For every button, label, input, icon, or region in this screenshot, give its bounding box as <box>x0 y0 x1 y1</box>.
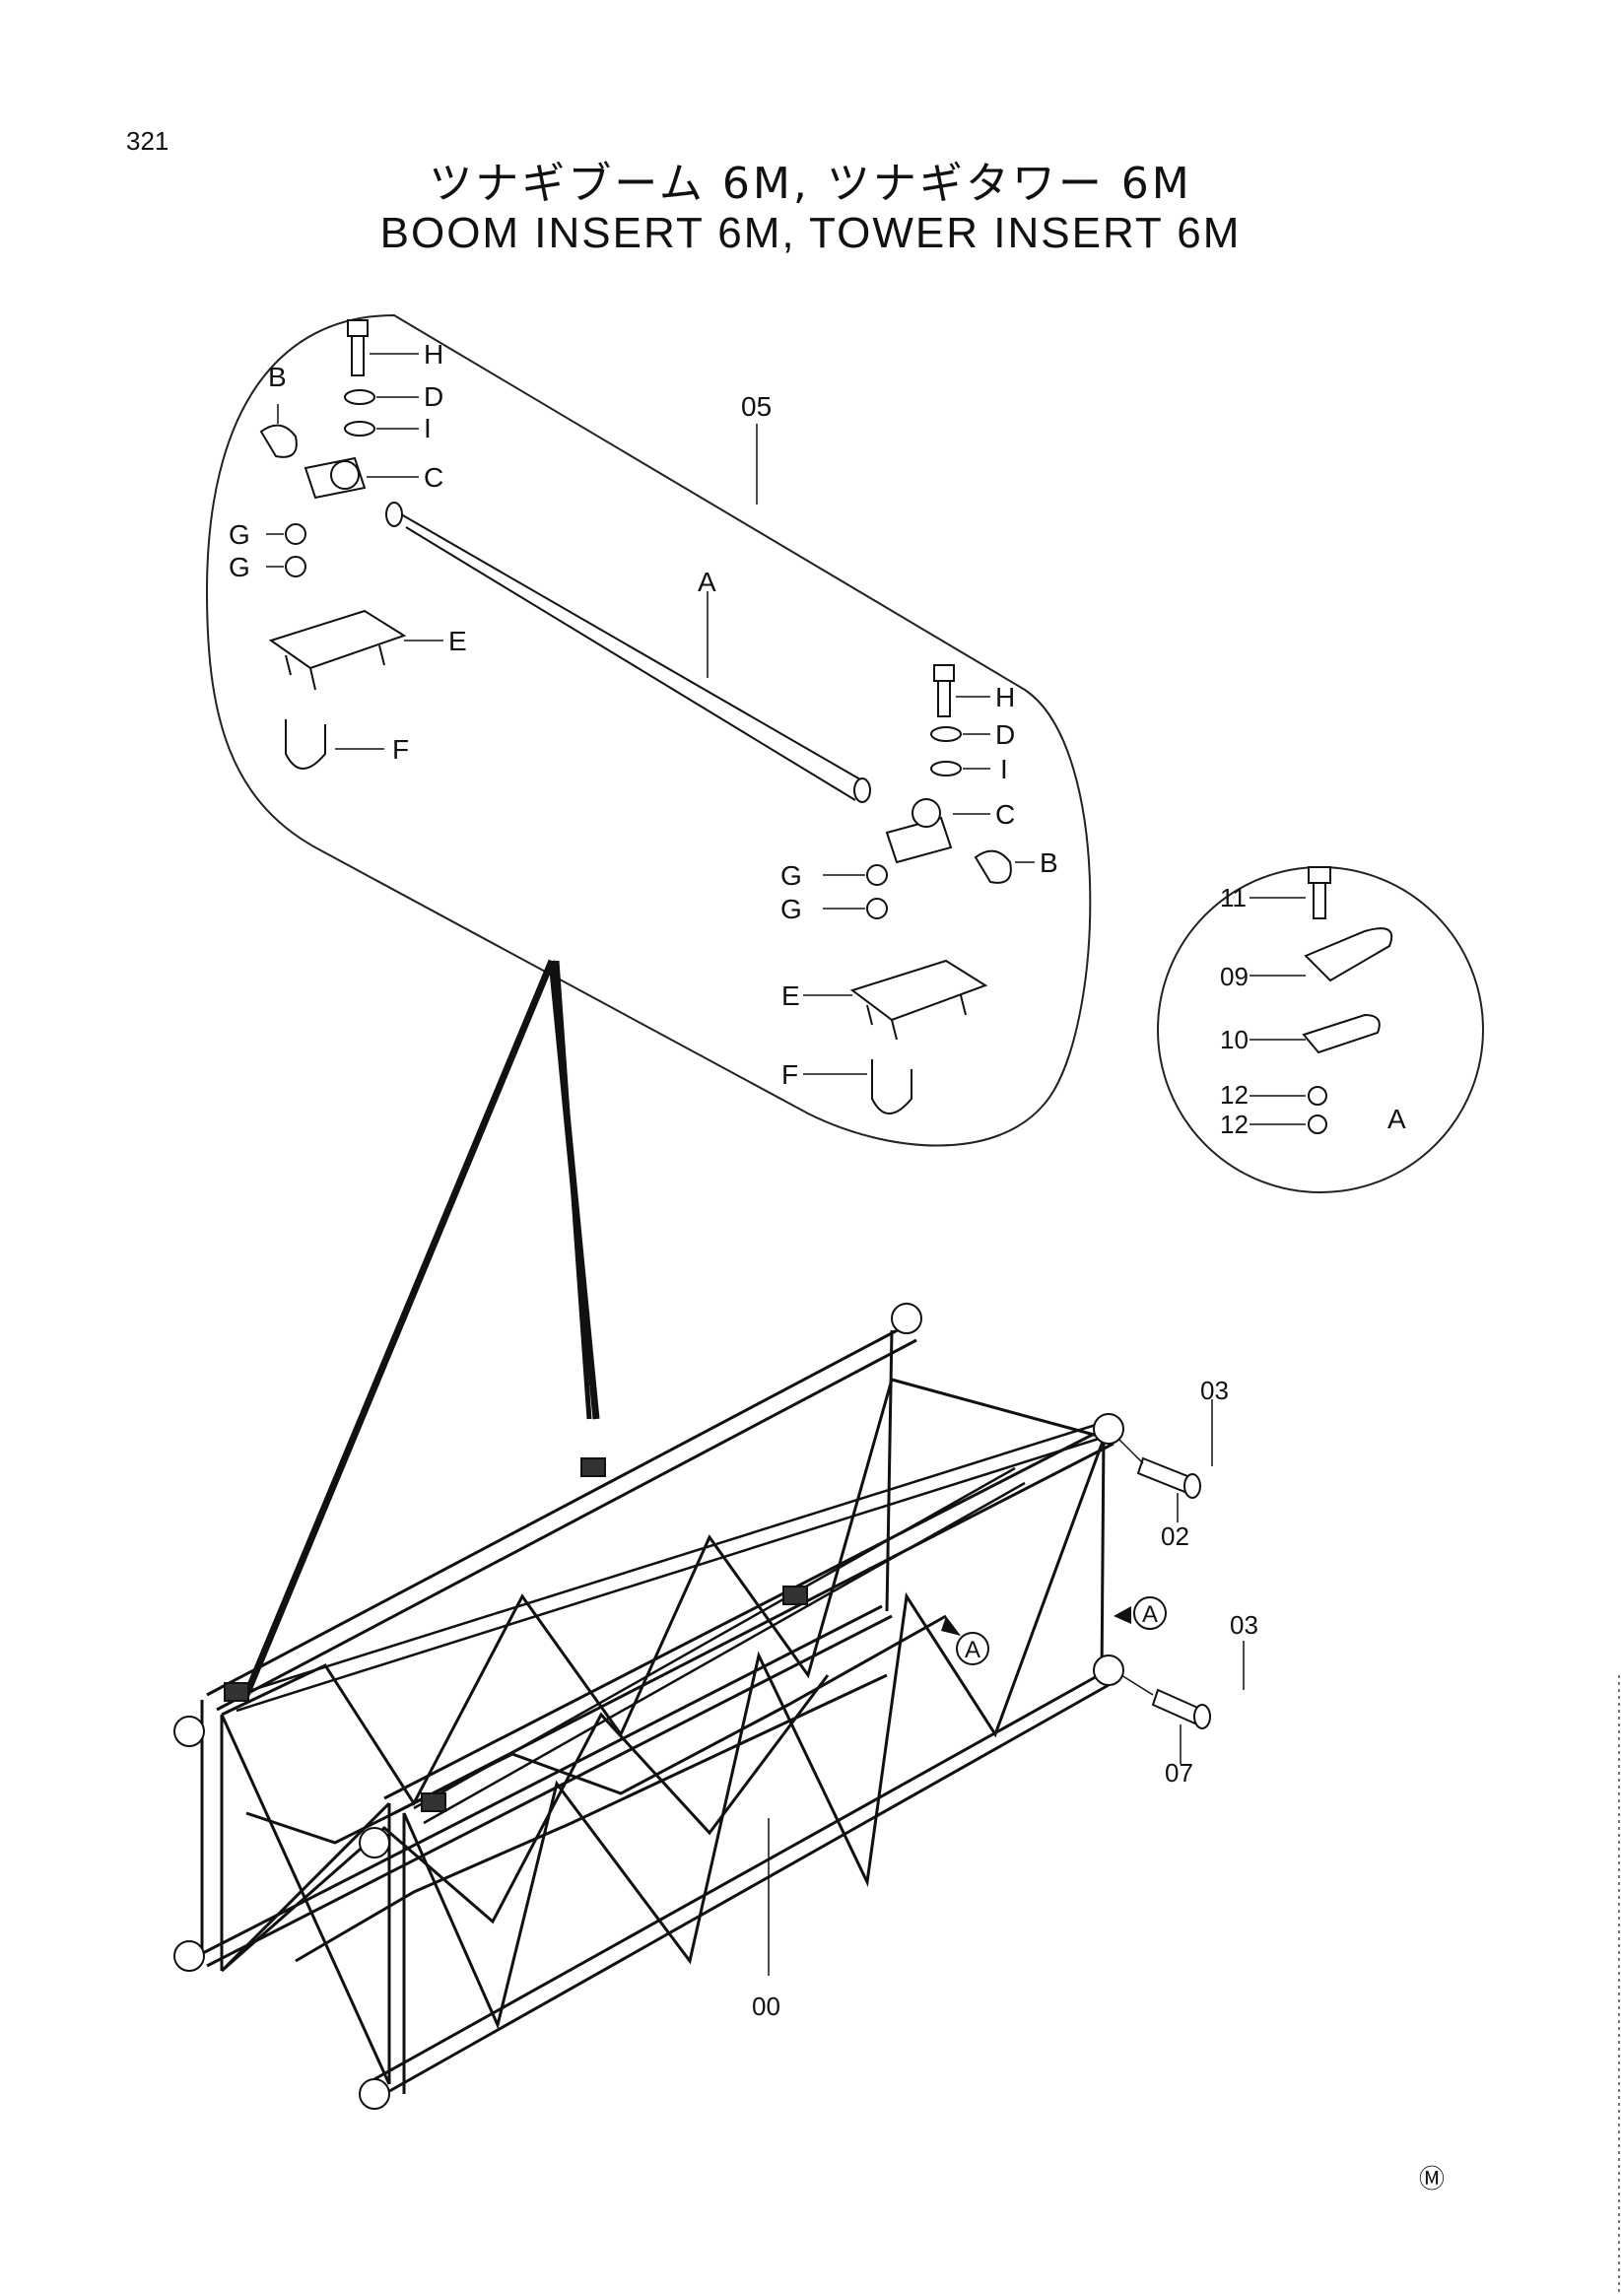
callout-c-right: C <box>995 799 1015 830</box>
callout-e-right: E <box>781 980 800 1011</box>
callout-02: 02 <box>1161 1521 1189 1551</box>
svg-text:A: A <box>965 1637 980 1663</box>
mounted-tube <box>236 1422 1100 1825</box>
callout-i-right: I <box>1000 754 1008 784</box>
washer-d-icon <box>930 726 962 742</box>
callout-d-left: D <box>424 381 443 412</box>
upper-right-hardware <box>849 664 1012 1114</box>
callout-i-left: I <box>424 413 432 443</box>
callout-b-right: B <box>1040 847 1058 878</box>
pin-02-icon <box>1136 1456 1201 1499</box>
exploded-view-outline <box>205 313 1092 1147</box>
footer-mark: Ⓜ <box>1419 2164 1445 2194</box>
bracket-e-icon <box>268 609 407 670</box>
washer-i-icon <box>344 421 375 437</box>
callout-h-left: H <box>424 339 443 370</box>
bolt-h-icon <box>933 664 955 682</box>
washer-i-icon <box>930 761 962 777</box>
tube-a <box>385 502 871 803</box>
callout-09: 09 <box>1220 962 1249 991</box>
callout-07: 07 <box>1165 1758 1193 1788</box>
view-a-marker-2: A <box>1114 1596 1167 1630</box>
callout-12b: 12 <box>1220 1110 1249 1139</box>
leader-wedge <box>242 959 600 1697</box>
detail-label: A <box>1387 1104 1406 1134</box>
callout-g1-right: G <box>780 860 802 891</box>
callout-h-right: H <box>995 682 1015 712</box>
nut-g-icon <box>285 523 306 545</box>
callout-assembly: 05 <box>741 391 772 422</box>
svg-text:A: A <box>1142 1601 1158 1628</box>
title-japanese: ツナギブーム 6M, ツナギタワー 6M <box>429 159 1192 209</box>
clamp-b-icon <box>259 424 298 458</box>
callout-03a: 03 <box>1200 1376 1229 1405</box>
bolt-h-icon <box>347 319 369 337</box>
callout-tube: A <box>698 567 716 597</box>
ubolt-f-icon <box>871 1059 912 1114</box>
bracket-e-icon <box>849 959 988 1022</box>
detail-hardware <box>1302 866 1393 1134</box>
callout-g2-left: G <box>229 552 250 582</box>
lug-eyes <box>173 1303 1124 2110</box>
callout-11: 11 <box>1220 883 1247 912</box>
callout-d-right: D <box>995 719 1015 750</box>
mounting-brackets <box>224 1457 808 1812</box>
ubolt-f-icon <box>285 719 326 770</box>
callout-g2-right: G <box>780 894 802 924</box>
clamp-b-icon <box>974 849 1012 884</box>
callout-c-left: C <box>424 462 443 493</box>
view-a-marker-1: A <box>941 1616 989 1665</box>
callout-g1-left: G <box>229 519 250 550</box>
nut-g-icon <box>866 898 888 919</box>
callout-e-left: E <box>448 626 467 656</box>
title-english: BOOM INSERT 6M, TOWER INSERT 6M <box>379 209 1242 257</box>
page-number: 321 <box>126 126 169 156</box>
upper-left-hardware <box>259 319 407 770</box>
callout-b-left: B <box>268 362 287 392</box>
callout-12a: 12 <box>1220 1080 1249 1110</box>
washer-d-icon <box>344 389 375 405</box>
pin-07-icon <box>1151 1688 1211 1729</box>
callout-00: 00 <box>752 1992 780 2021</box>
callout-f-right: F <box>781 1059 798 1090</box>
nut-g-icon <box>285 556 306 577</box>
callout-10: 10 <box>1220 1025 1249 1054</box>
nut-g-icon <box>866 864 888 886</box>
boom-insert-truss <box>196 1323 1114 2096</box>
callout-f-left: F <box>392 734 409 765</box>
callout-03b: 03 <box>1230 1610 1258 1640</box>
